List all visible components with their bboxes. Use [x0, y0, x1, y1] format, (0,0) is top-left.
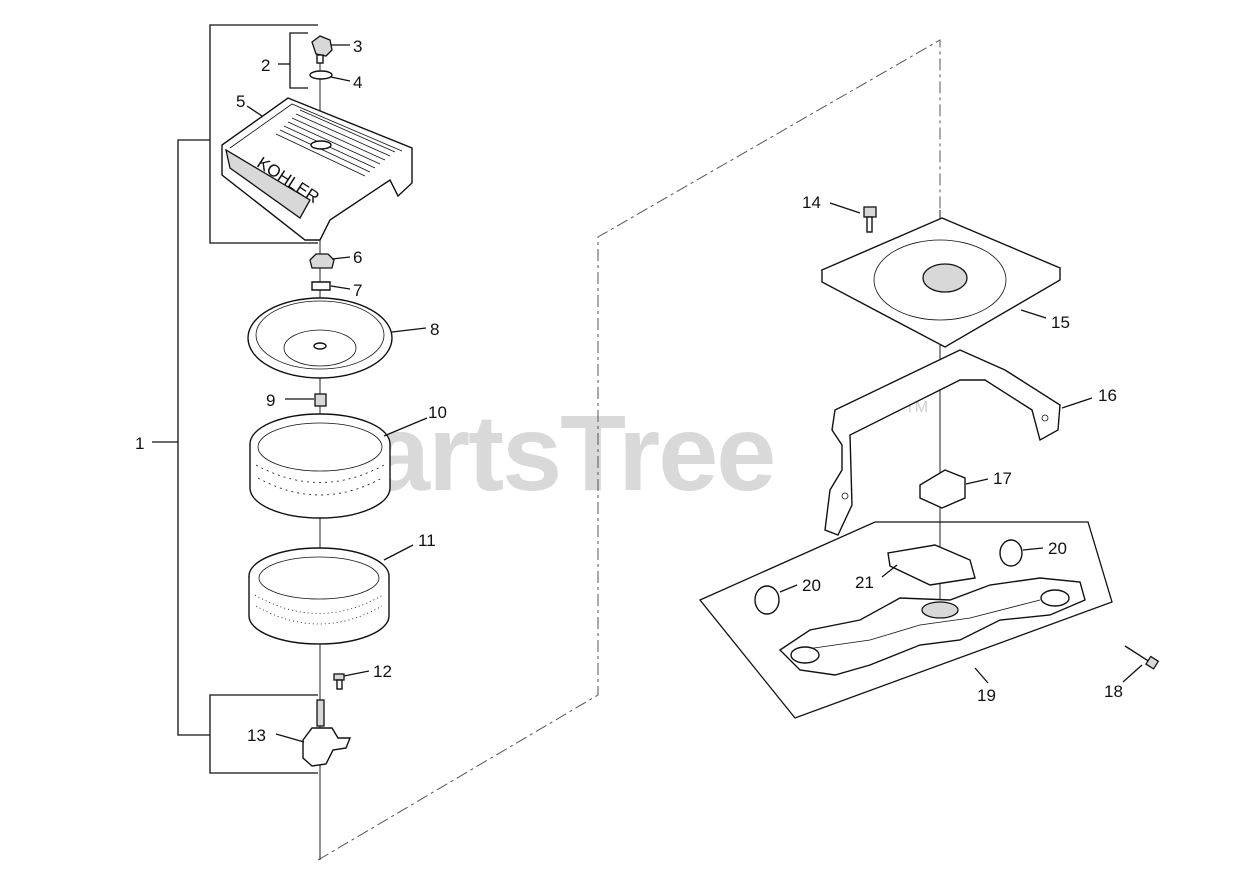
callout-leader-20-left — [779, 584, 798, 593]
callout-leader-15 — [1020, 309, 1047, 319]
part-6-nut — [309, 253, 335, 269]
callout-leader-18 — [1122, 664, 1143, 683]
part-5-cover: KOHLER — [221, 97, 413, 241]
part-11-filter-element — [248, 547, 390, 645]
part-3-knob — [311, 35, 333, 64]
callout-leader-12 — [343, 670, 370, 677]
part-8-base-plate — [247, 297, 393, 379]
subassembly-19-box — [698, 521, 1113, 719]
callout-11: 11 — [418, 531, 436, 550]
callout-6: 6 — [353, 248, 362, 267]
part-17-gasket — [919, 469, 966, 509]
subassembly-top-box — [209, 24, 318, 244]
callout-20-right: 20 — [1048, 539, 1067, 558]
callout-leader-5 — [246, 105, 263, 117]
part-10-precleaner — [249, 413, 391, 519]
part-16-bracket — [824, 349, 1061, 536]
callout-leader-19 — [974, 667, 989, 684]
part-13-bracket — [302, 699, 352, 767]
part-14-bolt — [863, 206, 877, 233]
callout-3: 3 — [353, 37, 362, 56]
callout-9: 9 — [266, 391, 275, 410]
callout-14: 14 — [802, 193, 821, 212]
part-21-gasket — [887, 544, 976, 586]
callout-leader-11 — [383, 544, 414, 561]
callout-leader-21 — [881, 564, 898, 578]
callout-8: 8 — [430, 320, 439, 339]
part-20-oring-left — [754, 585, 780, 615]
part-9-grommet — [314, 393, 327, 407]
callout-leader-4 — [330, 76, 351, 82]
group-divider-line — [317, 39, 941, 861]
callout-leader-13 — [275, 733, 305, 743]
callout-18: 18 — [1104, 682, 1123, 701]
subassembly-bottom-box — [209, 694, 318, 774]
callout-leader-20-right — [1022, 547, 1044, 551]
part-15-base-tray — [820, 217, 1062, 348]
callout-leader-8 — [391, 327, 427, 333]
assembly-1-bracket — [177, 139, 210, 736]
callout-2: 2 — [261, 56, 270, 75]
callout-4: 4 — [353, 73, 362, 92]
part-19-intake-manifold — [778, 577, 1086, 676]
callout-leader-16 — [1061, 397, 1093, 409]
callout-1: 1 — [135, 434, 144, 453]
callout-leader-14 — [829, 202, 861, 214]
callout-13: 13 — [247, 726, 266, 745]
subassembly-2-bracket — [289, 32, 308, 89]
callout-20-left: 20 — [802, 576, 821, 595]
callout-17: 17 — [993, 469, 1012, 488]
part-20-oring-right — [999, 539, 1023, 567]
callout-5: 5 — [236, 92, 245, 111]
part-4-washer — [309, 70, 333, 80]
part-7-spacer — [311, 281, 331, 291]
callout-leader-6 — [331, 256, 351, 260]
callout-12: 12 — [373, 662, 392, 681]
callout-21: 21 — [855, 573, 874, 592]
part-18-bolt — [1124, 645, 1160, 670]
part-12-screw — [333, 673, 345, 690]
callout-10: 10 — [428, 403, 447, 422]
callout-leader-10 — [383, 417, 428, 437]
callout-leader-17 — [965, 478, 989, 485]
callout-15: 15 — [1051, 313, 1070, 332]
callout-19: 19 — [977, 686, 996, 705]
callout-leader-7 — [330, 285, 351, 290]
callout-16: 16 — [1098, 386, 1117, 405]
callout-7: 7 — [353, 281, 362, 300]
